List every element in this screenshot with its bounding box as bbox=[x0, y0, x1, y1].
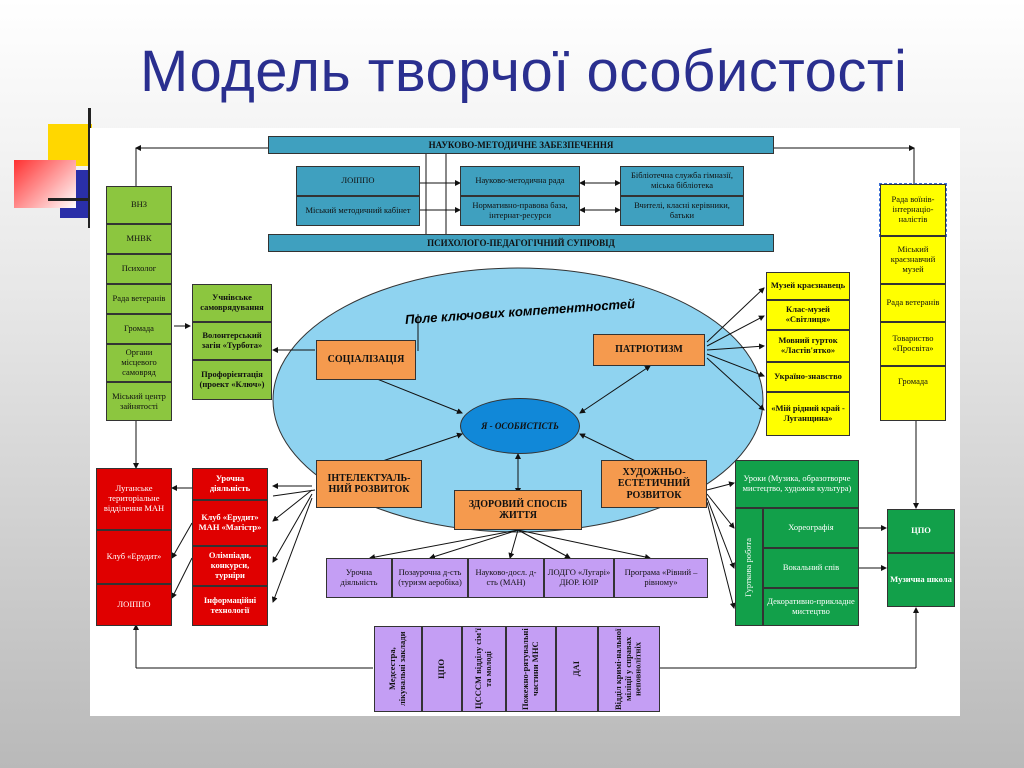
competence-artistic: ХУДОЖНЬО-ЕСТЕТИЧНИЙ РОЗВИТОК bbox=[601, 460, 707, 508]
competence-intellectual: ІНТЕЛЕКТУАЛЬ-НИЙ РОЗВИТОК bbox=[316, 460, 422, 508]
far-right-music-school: Музична школа bbox=[887, 553, 955, 607]
art-club-work: Гурткова робота bbox=[735, 508, 763, 626]
bottom-item-dai: ДАІ bbox=[556, 626, 598, 712]
center-personality: Я - ОСОБИСТІСТЬ bbox=[460, 398, 580, 454]
red-mid-lessons: Урочна діяльність bbox=[192, 468, 268, 500]
patriot-item-language-club: Мовний гурток «Ластів'ятко» bbox=[766, 330, 850, 362]
decor-hline bbox=[48, 198, 108, 201]
patriot-item-museum: Музей краєзнавець bbox=[766, 272, 850, 300]
right-item-community: Громада bbox=[880, 366, 946, 421]
competence-healthy-lifestyle: ЗДОРОВИЙ СПОСІБ ЖИТТЯ bbox=[454, 490, 582, 530]
patriot-item-native-land: «Мій рідний край - Луганщина» bbox=[766, 392, 850, 436]
method-box-library: Бібліотечна служба гімназії, міська бібл… bbox=[620, 166, 744, 196]
bottom-item-cssssm: ЦСССМ відділу сім'ї та молоді bbox=[462, 626, 506, 712]
decor-yellow-square bbox=[48, 124, 92, 166]
art-lessons: Уроки (Музика, образотворче мистецтво, х… bbox=[735, 460, 859, 508]
red-left-loippo: ЛОІППО bbox=[96, 584, 172, 626]
right-item-prosvita: Товариство «Просвіта» bbox=[880, 322, 946, 366]
health-item-lodgo: ЛОДГО «Лугарі» ДЮР. ЮІР bbox=[544, 558, 614, 598]
left-item-employment-center: Міський центр зайнятості bbox=[106, 382, 172, 421]
left-item-local-government: Органи місцевого самовряд bbox=[106, 344, 172, 382]
right-item-local-museum: Міський краєзнавчий музей bbox=[880, 236, 946, 284]
left-item-mnvk: МНВК bbox=[106, 224, 172, 254]
red-left-man-branch: Луганське територіальне відділення МАН bbox=[96, 468, 172, 530]
patriot-item-class-museum: Клас-музей «Світлиця» bbox=[766, 300, 850, 330]
red-mid-club-man: Клуб «Ерудит» МАН «Магістр» bbox=[192, 500, 268, 546]
method-box-council: Науково-методична рада bbox=[460, 166, 580, 196]
left-item-vnz: ВНЗ bbox=[106, 186, 172, 224]
competence-socialization: СОЦІАЛІЗАЦІЯ bbox=[316, 340, 416, 380]
competence-patriotism: ПАТРІОТИЗМ bbox=[593, 334, 705, 366]
left-item-veterans: Рада ветеранів bbox=[106, 284, 172, 314]
health-item-extracurricular: Позаурочна д-сть (туризм аеробіка) bbox=[392, 558, 468, 598]
social-item-self-government: Учнівське самоврядування bbox=[192, 284, 272, 322]
bottom-item-nurse: Медсестра, лікувальні заклади bbox=[374, 626, 422, 712]
bottom-item-fire-rescue: Пожежно-рятувальні частини МНС bbox=[506, 626, 556, 712]
decor-vline bbox=[88, 108, 91, 228]
psychological-pedagogical-support-bar: ПСИХОЛОГО-ПЕДАГОГІЧНИЙ СУПРОВІД bbox=[268, 234, 774, 252]
social-item-volunteers: Волонтерський загін «Турбота» bbox=[192, 322, 272, 360]
art-item-choreography: Хореографія bbox=[763, 508, 859, 548]
far-right-cpo: ЦПО bbox=[887, 509, 955, 553]
social-item-career: Профорієнтація (проект «Ключ») bbox=[192, 360, 272, 400]
right-item-veterans: Рада ветеранів bbox=[880, 284, 946, 322]
slide-title: Модель творчої особистості bbox=[140, 39, 908, 104]
red-mid-it: Інформаційні технології bbox=[192, 586, 268, 626]
health-item-research: Науково-досл. д-сть (МАН) bbox=[468, 558, 544, 598]
bottom-item-cpo: ЦПО bbox=[422, 626, 462, 712]
red-left-erudite-club: Клуб «Ерудит» bbox=[96, 530, 172, 584]
red-mid-olympiads: Олімпіади, конкурси, турніри bbox=[192, 546, 268, 586]
scientific-methodical-support-bar: НАУКОВО-МЕТОДИЧНЕ ЗАБЕЗПЕЧЕННЯ bbox=[268, 136, 774, 154]
patriot-item-ukrainian-studies: Україно-знавство bbox=[766, 362, 850, 392]
left-item-community: Громада bbox=[106, 314, 172, 344]
health-item-program: Програма «Рівний – рівному» bbox=[614, 558, 708, 598]
left-item-psychologist: Психолог bbox=[106, 254, 172, 284]
bottom-item-juvenile-police: Відділ кримі-нальної міліції у справах н… bbox=[598, 626, 660, 712]
right-item-internationalists: Рада воїнів-інтернаціо-налістів bbox=[879, 183, 947, 237]
art-item-decorative: Декоративно-прикладне мистецтво bbox=[763, 588, 859, 626]
diagram-canvas: НАУКОВО-МЕТОДИЧНЕ ЗАБЕЗПЕЧЕННЯ ПСИХОЛОГО… bbox=[90, 128, 960, 716]
health-item-lessons: Урочна діяльність bbox=[326, 558, 392, 598]
method-box-loippo: ЛОІППО bbox=[296, 166, 420, 196]
method-box-cabinet: Міський методичний кабінет bbox=[296, 196, 420, 226]
method-box-legal: Нормативно-правова база, інтернат-ресурс… bbox=[460, 196, 580, 226]
method-box-teachers: Вчителі, класні керівники, батьки bbox=[620, 196, 744, 226]
art-item-vocal: Вокальний спів bbox=[763, 548, 859, 588]
